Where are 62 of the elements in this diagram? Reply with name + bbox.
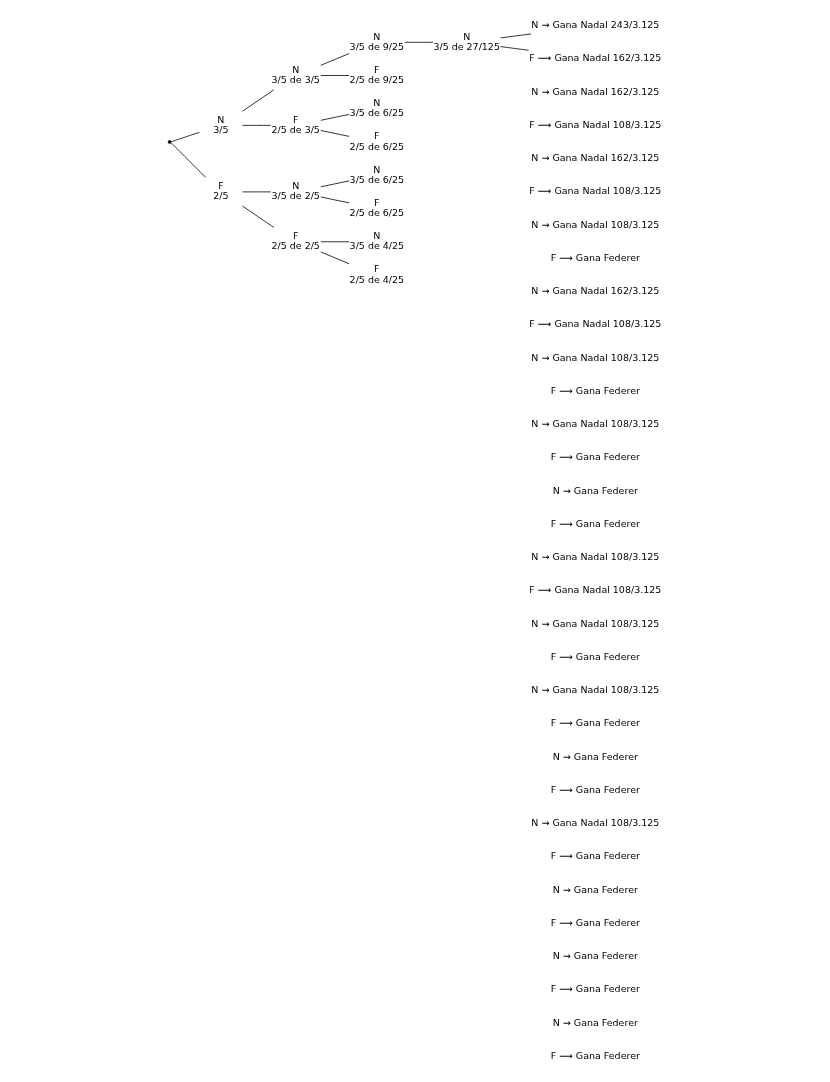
node-text: N → Gana Nadal 243/3.125 xyxy=(531,19,660,31)
label: N → Gana Nadal 162/3.125 xyxy=(531,285,660,297)
label: F ⟶ Gana Nadal 108/3.125 xyxy=(529,318,662,330)
label: F ⟶ Gana Federer xyxy=(550,517,640,529)
node-text: N 3/5 de 4/25 xyxy=(349,230,405,252)
connector xyxy=(320,53,350,66)
label: F ⟶ Gana Federer xyxy=(550,650,640,662)
connector xyxy=(320,196,350,204)
connector xyxy=(320,251,350,265)
node-text: N 3/5 de 27/125 xyxy=(433,30,500,52)
label: N → Gana Federer xyxy=(552,484,638,496)
connector xyxy=(500,46,530,51)
label: N → Gana Federer xyxy=(552,883,638,895)
connector xyxy=(242,125,272,126)
label: N → Gana Nadal 108/3.125 xyxy=(531,617,660,629)
node-text: F 2/5 xyxy=(213,180,229,202)
label: F ⟶ Gana Federer xyxy=(550,983,640,995)
label: F ⟶ Gana Federer xyxy=(550,384,640,396)
label: F ⟶ Gana Federer xyxy=(550,783,640,795)
label: F ⟶ Gana Nadal 108/3.125 xyxy=(529,185,662,197)
node-text: N 3/5 de 2/5 xyxy=(271,180,320,202)
label: N → Gana Federer xyxy=(552,950,638,962)
label: F ⟶ Gana Federer xyxy=(550,1049,640,1061)
label: N → Gana Federer xyxy=(552,1016,638,1028)
label: F ⟶ Gana Nadal 108/3.125 xyxy=(529,584,662,596)
node-text: F 2/5 de 2/5 xyxy=(271,230,320,252)
label: F ⟶ Gana Nadal 108/3.125 xyxy=(529,118,662,130)
connector xyxy=(320,75,350,76)
node-text: F 2/5 de 6/25 xyxy=(349,196,405,219)
label: N → Gana Nadal 108/3.125 xyxy=(531,551,660,563)
node-text: N 3/5 de 6/25 xyxy=(349,163,405,185)
label: F ⟶ Gana Federer xyxy=(550,916,640,928)
label: F ⟶ Gana Federer xyxy=(550,251,640,263)
node-text: F 2/5 de 3/5 xyxy=(271,113,320,135)
connector xyxy=(242,89,275,112)
connector xyxy=(500,33,532,39)
node-text: F 2/5 de 6/25 xyxy=(349,130,405,152)
node-text: F ⟶ Gana Nadal 162/3.125 xyxy=(529,52,662,64)
label: N → Gana Nadal 108/3.125 xyxy=(531,351,660,363)
node-text: F 2/5 de 9/25 xyxy=(349,63,405,86)
label: N → Gana Nadal 162/3.125 xyxy=(531,85,660,97)
label: F ⟶ Gana Federer xyxy=(550,850,640,862)
connector xyxy=(170,142,207,178)
node-text: N 3/5 de 9/25 xyxy=(349,30,405,52)
label: N → Gana Nadal 162/3.125 xyxy=(531,152,660,164)
node-text: N 3/5 de 6/25 xyxy=(349,97,405,119)
node-text: F 2/5 de 4/25 xyxy=(349,263,405,285)
label: N → Gana Nadal 108/3.125 xyxy=(531,684,660,696)
label: F ⟶ Gana Federer xyxy=(550,451,640,463)
label: N → Gana Nadal 108/3.125 xyxy=(531,418,660,430)
node-text: N 3/5 xyxy=(213,113,229,135)
connector xyxy=(320,130,350,137)
node-text: N 3/5 de 3/5 xyxy=(271,63,320,86)
node-point xyxy=(167,140,172,144)
connector xyxy=(320,114,350,121)
label: N → Gana Nadal 108/3.125 xyxy=(531,218,660,230)
connector xyxy=(320,180,350,188)
label: N → Gana Nadal 108/3.125 xyxy=(531,817,660,829)
label: F ⟶ Gana Federer xyxy=(550,717,640,729)
connector xyxy=(170,131,200,143)
connector xyxy=(242,205,275,228)
label: N → Gana Federer xyxy=(552,750,638,762)
